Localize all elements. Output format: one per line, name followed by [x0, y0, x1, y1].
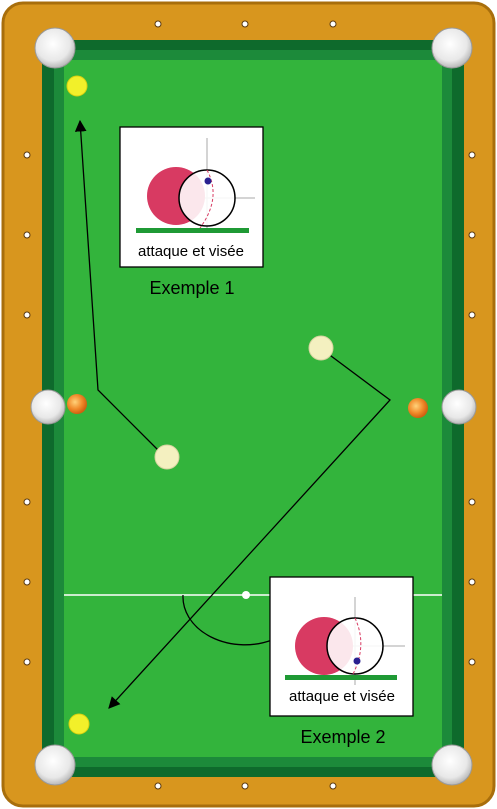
diamond-icon: [330, 21, 336, 27]
example-2-caption: Exemple 2: [300, 727, 385, 747]
diamond-icon: [469, 232, 475, 238]
baseline-bar: [136, 228, 249, 233]
pocket-icon: [432, 745, 472, 785]
ball-icon: [69, 714, 89, 734]
ball-icon: [408, 398, 428, 418]
pocket-icon: [432, 28, 472, 68]
example-1-card-label: attaque et visée: [138, 243, 244, 260]
ball-icon: [67, 76, 87, 96]
diamond-icon: [24, 152, 30, 158]
pocket-icon: [442, 390, 476, 424]
diamond-icon: [155, 21, 161, 27]
diamond-icon: [469, 659, 475, 665]
example-2-card: attaque et visée: [270, 577, 413, 716]
example-2-card-label: attaque et visée: [289, 688, 395, 705]
diamond-icon: [24, 232, 30, 238]
diamond-icon: [24, 659, 30, 665]
cue-ball-icon: [327, 618, 383, 674]
diamond-icon: [24, 499, 30, 505]
diamond-icon: [24, 579, 30, 585]
pocket-icon: [35, 28, 75, 68]
example-1-card: attaque et visée: [120, 127, 263, 267]
diamond-icon: [469, 312, 475, 318]
baseline-bar: [285, 675, 397, 680]
ball-icon: [309, 336, 333, 360]
diamond-icon: [330, 783, 336, 789]
ball-icon: [155, 445, 179, 469]
pocket-icon: [31, 390, 65, 424]
diamond-icon: [24, 312, 30, 318]
aim-point-icon: [205, 178, 212, 185]
diamond-icon: [469, 499, 475, 505]
ball-icon: [67, 394, 87, 414]
aim-point-icon: [354, 658, 361, 665]
diamond-icon: [469, 152, 475, 158]
diamond-icon: [242, 21, 248, 27]
pocket-icon: [35, 745, 75, 785]
diamond-icon: [242, 783, 248, 789]
head-spot: [242, 591, 250, 599]
diamond-icon: [155, 783, 161, 789]
example-1-caption: Exemple 1: [149, 278, 234, 298]
diamond-icon: [469, 579, 475, 585]
